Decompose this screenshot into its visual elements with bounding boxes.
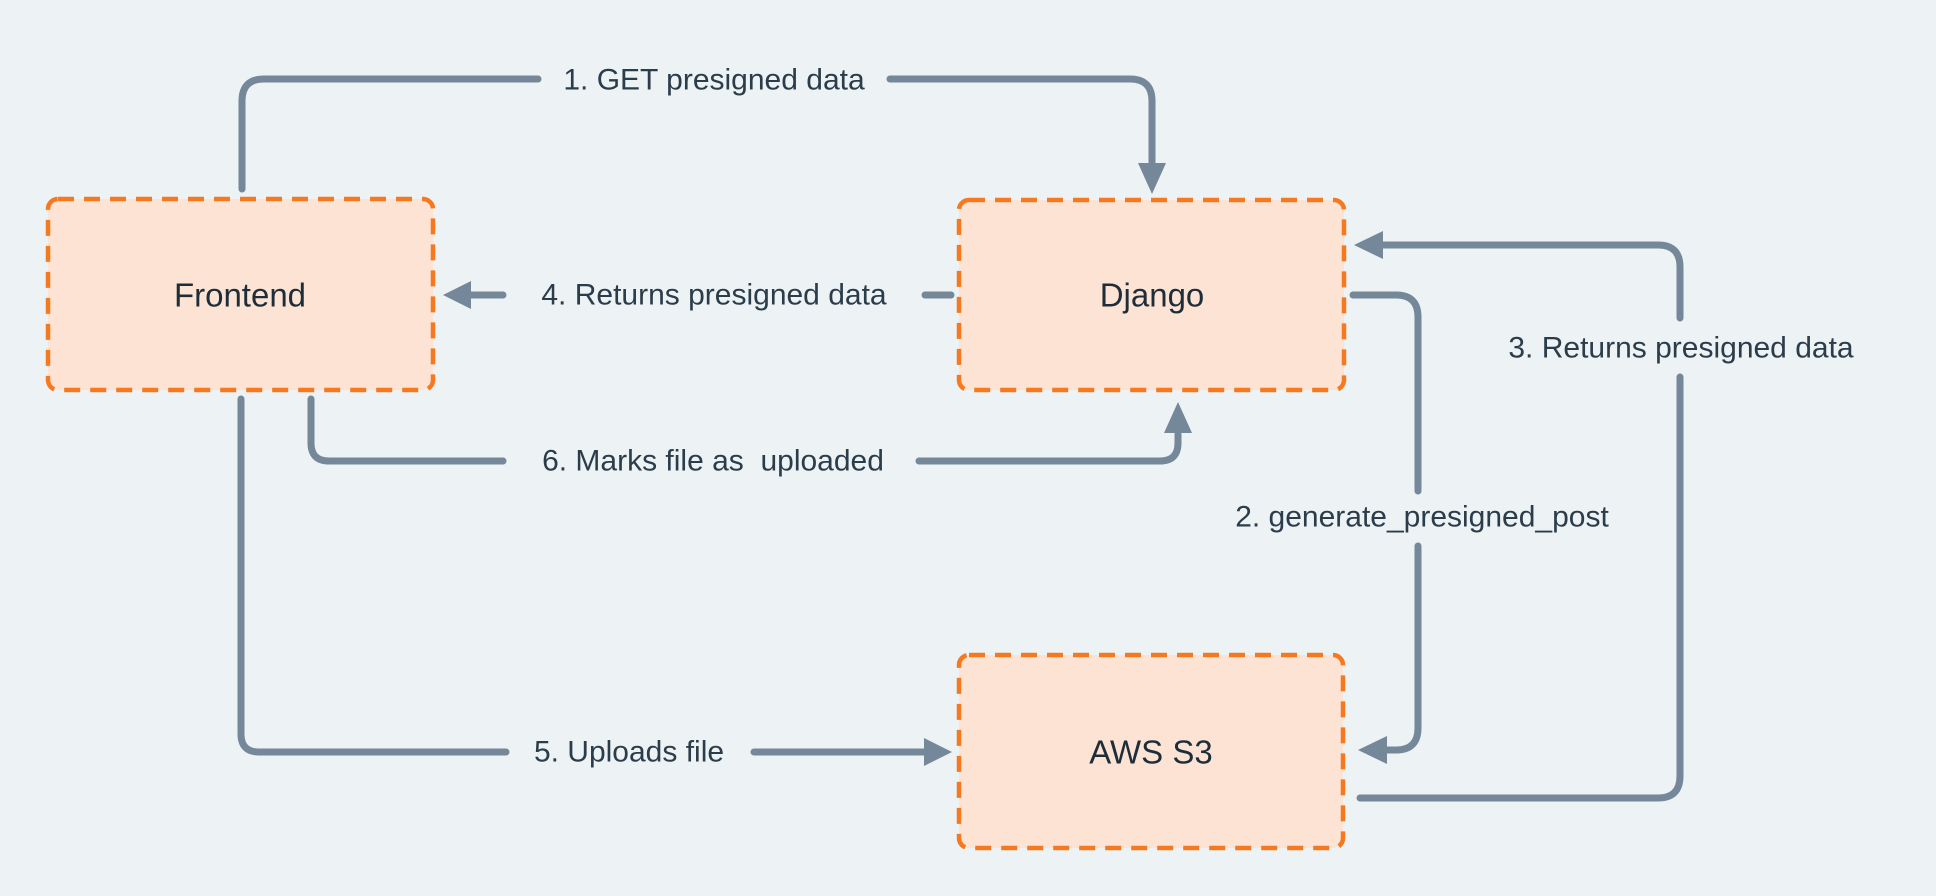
edge-step4-arrowhead (443, 281, 471, 309)
edge-step5-label: 5. Uploads file (534, 736, 724, 769)
node-django: Django (956, 197, 1347, 393)
node-frontend: Frontend (45, 196, 436, 393)
edge-step1-arrowhead (1138, 163, 1166, 194)
edge-step6-segment-start (307, 395, 507, 465)
django-label: Django (1100, 277, 1205, 314)
edge-step2-segment-start (1349, 291, 1422, 495)
edge-step3-arrowhead (1354, 231, 1383, 259)
edge-step6: 6. Marks file as uploaded (307, 395, 1192, 478)
edge-step4: 4. Returns presigned data (443, 279, 955, 312)
edge-step6-segment-end (915, 430, 1182, 465)
edge-step6-arrowhead (1164, 402, 1192, 433)
node-aws-s3: AWS S3 (956, 652, 1346, 851)
edge-step2: 2. generate_presigned_post (1235, 291, 1609, 764)
edge-step2-segment-end (1383, 542, 1422, 754)
frontend-box (45, 196, 436, 393)
edge-step3-segment-start (1356, 373, 1684, 802)
edge-step3-label: 3. Returns presigned data (1508, 332, 1854, 365)
aws-s3-box (956, 652, 1346, 851)
django-box (956, 197, 1347, 393)
edge-step4-label: 4. Returns presigned data (541, 279, 887, 312)
edge-step1-label: 1. GET presigned data (563, 64, 865, 97)
edge-step5-arrowhead (924, 738, 952, 766)
edge-step1-segment-start (238, 75, 542, 193)
frontend-label: Frontend (174, 277, 306, 314)
edge-step3: 3. Returns presigned data (1354, 231, 1854, 802)
edge-step3-segment-end (1379, 241, 1684, 322)
edge-step2-label: 2. generate_presigned_post (1235, 501, 1609, 534)
edge-step6-label: 6. Marks file as uploaded (542, 445, 884, 478)
aws-s3-label: AWS S3 (1089, 734, 1212, 771)
edge-step2-arrowhead (1358, 736, 1387, 764)
edge-step1: 1. GET presigned data (238, 64, 1166, 194)
edge-step1-segment-end (886, 75, 1156, 167)
edge-step5-segment-start (237, 395, 510, 756)
edge-step5: 5. Uploads file (237, 395, 952, 769)
